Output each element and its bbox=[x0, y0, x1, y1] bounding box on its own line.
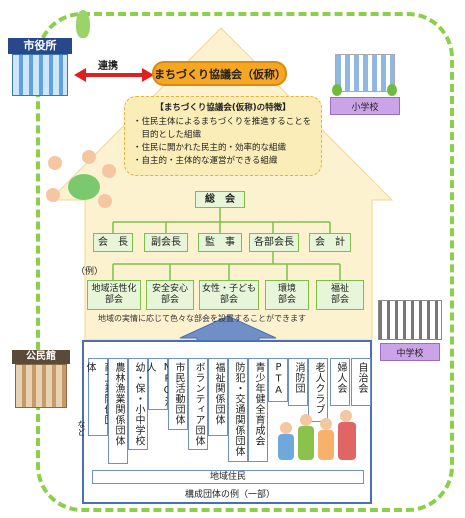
example-label: （例） bbox=[76, 267, 104, 277]
group-column: 防犯・交通関係団体 bbox=[228, 358, 248, 462]
region-boundary bbox=[36, 12, 454, 512]
officer-auditor-box: 監 事 bbox=[198, 233, 242, 252]
meeting-people-illustration bbox=[42, 150, 122, 220]
group-column: ボランティア団体 bbox=[188, 358, 208, 450]
city-hall-label: 市役所 bbox=[8, 38, 72, 54]
division-box: 安全安心 部会 bbox=[146, 280, 194, 310]
division-box: 女性・子ども 部会 bbox=[199, 280, 259, 310]
council-title: まちづくり協議会（仮称） bbox=[152, 61, 287, 86]
junior-high-label: 中学校 bbox=[380, 343, 440, 361]
officer-chair-box: 会 長 bbox=[93, 233, 133, 252]
residents-illustration bbox=[278, 408, 368, 466]
group-column: 老人クラブ bbox=[308, 358, 328, 422]
group-column: 農林漁業関係団体 bbox=[108, 358, 128, 464]
group-column: 消防団 bbox=[288, 358, 308, 406]
officer-vice-chair-box: 副会長 bbox=[144, 233, 188, 252]
division-box: 福祉 部会 bbox=[316, 280, 364, 310]
group-column: 幼・保・小中学校 bbox=[128, 358, 148, 450]
group-column: 商工業関係団体 bbox=[84, 358, 113, 436]
community-hall-label: 公民館 bbox=[12, 350, 70, 364]
elementary-school-label: 小学校 bbox=[330, 97, 400, 115]
council-features: 【まちづくり協議会(仮称)の特徴】 ・住民主体によるまちづくりを推進することを … bbox=[124, 96, 322, 176]
group-column: NPO法人 bbox=[144, 358, 173, 410]
tree-icon bbox=[387, 84, 397, 96]
group-column: 自治会 bbox=[351, 358, 371, 406]
general-meeting-box: 総 会 bbox=[195, 191, 245, 208]
features-item: ・自主的・主体的な運営ができる組織 bbox=[133, 156, 278, 166]
officer-treasurer-box: 会 計 bbox=[309, 233, 351, 252]
community-hall-building: 公民館 bbox=[12, 350, 70, 410]
etc-label: など bbox=[77, 420, 86, 436]
junior-high-building bbox=[378, 300, 442, 340]
group-column: 婦人会 bbox=[330, 358, 350, 406]
link-label: 連携 bbox=[98, 61, 118, 72]
elementary-school-building bbox=[335, 54, 395, 92]
features-item: ・住民主体によるまちづくりを推進することを bbox=[133, 117, 312, 127]
division-box: 地域活性化 部会 bbox=[87, 280, 141, 310]
city-emblem-icon bbox=[76, 10, 90, 38]
features-item: ・住民に開かれた民主的・効率的な組織 bbox=[133, 143, 287, 153]
city-hall-windows bbox=[12, 54, 68, 96]
groups-caption: 構成団体の例（一部） bbox=[184, 490, 275, 500]
city-hall-building: 市役所 bbox=[8, 38, 72, 98]
tree-icon bbox=[332, 84, 342, 96]
group-column: PTA bbox=[268, 358, 288, 402]
group-column: 青少年健全育成会 bbox=[248, 358, 268, 462]
features-item: 目的とした組織 bbox=[133, 130, 202, 140]
group-column: 市民活動団体 bbox=[168, 358, 188, 430]
officer-division-heads-box: 各部会長 bbox=[249, 233, 299, 252]
residents-bar: 地域住民 bbox=[92, 470, 364, 484]
divisions-note: 地域の実情に応じて色々な部会を設置することができます bbox=[98, 314, 306, 323]
features-title: 【まちづくり協議会(仮称)の特徴】 bbox=[155, 103, 291, 113]
division-box: 環境 部会 bbox=[265, 280, 309, 310]
group-column: 福祉関係団体 bbox=[208, 358, 228, 436]
